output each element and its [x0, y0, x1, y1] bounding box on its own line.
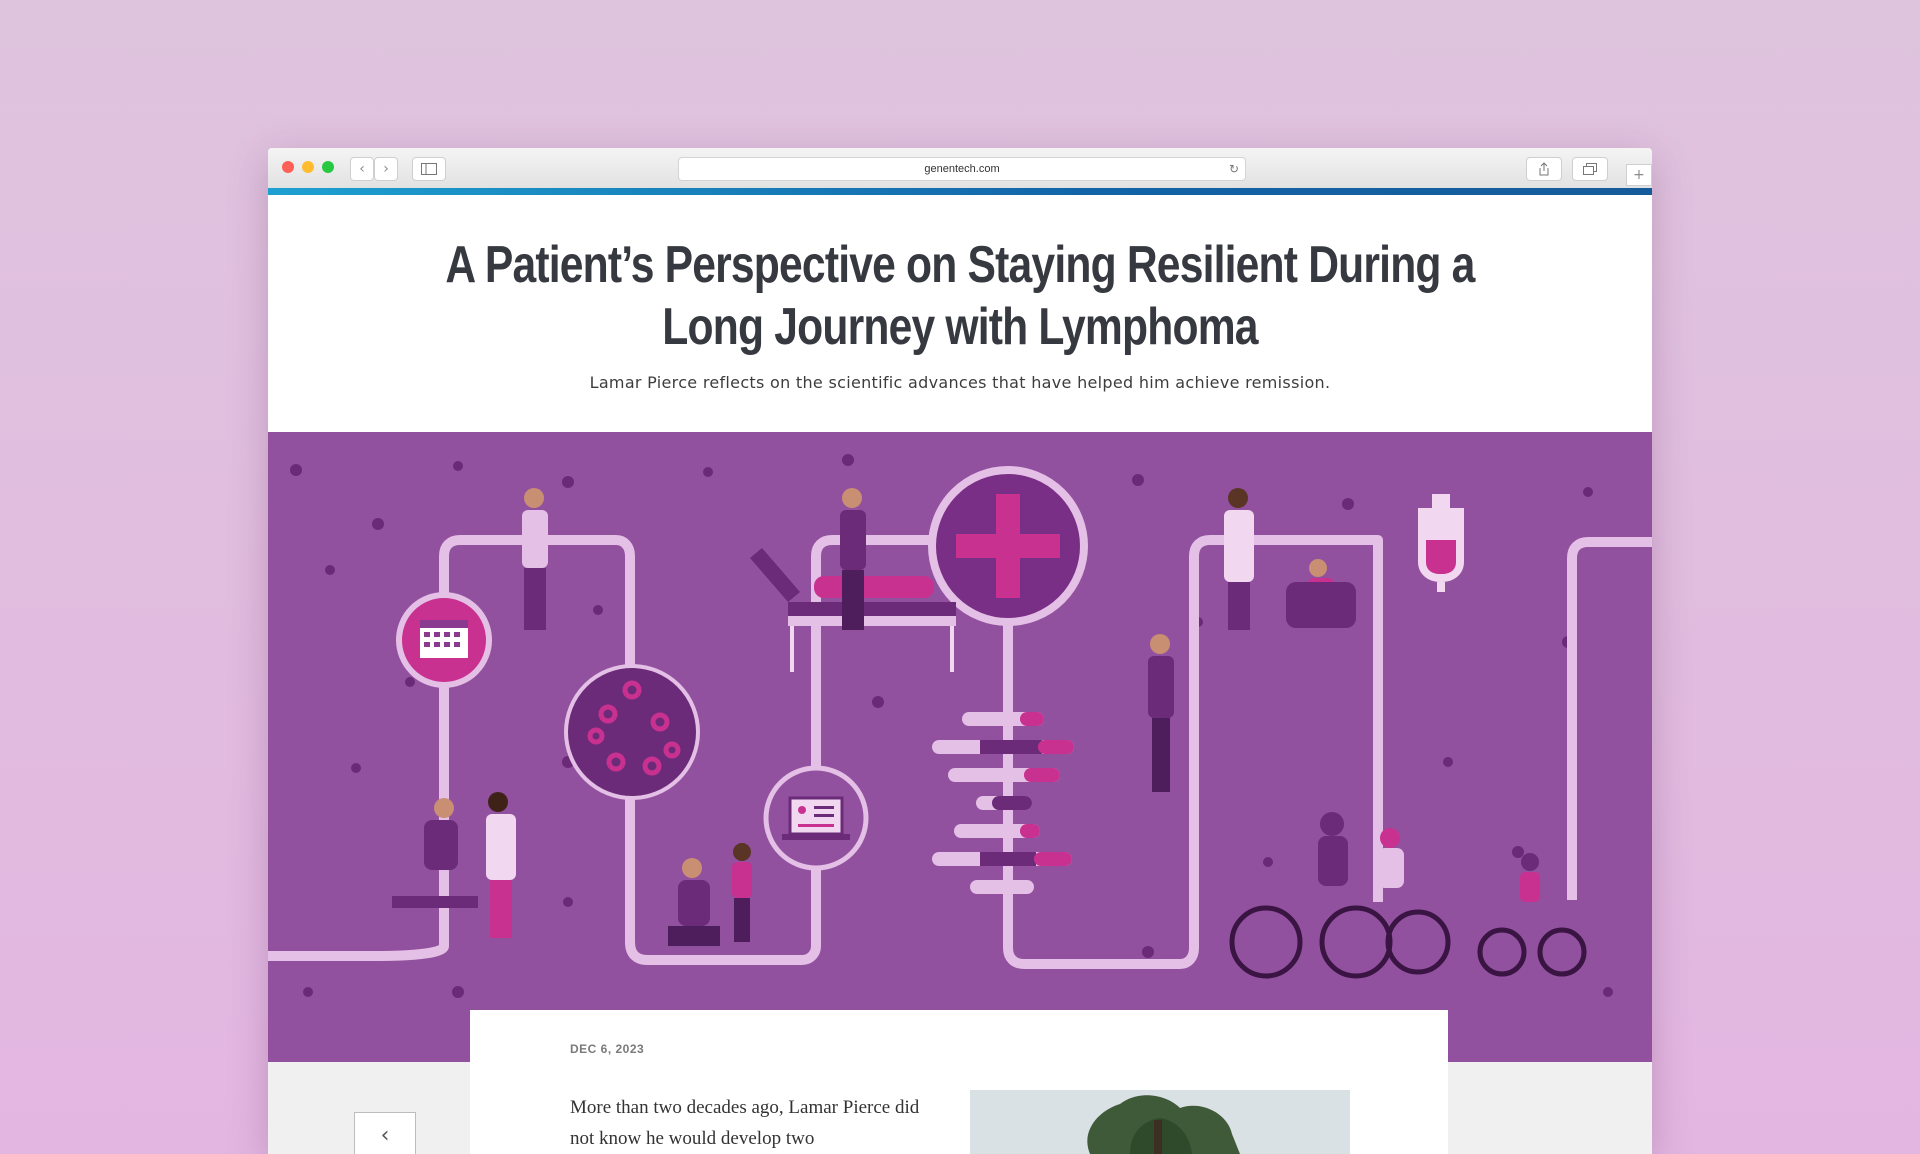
back-button[interactable]: ‹: [350, 157, 374, 181]
new-tab-button[interactable]: +: [1626, 164, 1652, 186]
article-date: DEC 6, 2023: [570, 1042, 645, 1056]
browser-window: ‹ › genentech.com ↻ + A Patient’s Perspe…: [268, 148, 1652, 1154]
forward-button[interactable]: ›: [374, 157, 398, 181]
page-subtitle: Lamar Pierce reflects on the scientific …: [589, 373, 1331, 392]
laptop-icon: [763, 765, 869, 871]
cells-circle: [564, 664, 700, 800]
site-accent-bar: [268, 188, 1652, 195]
article-photo: [970, 1090, 1350, 1154]
reload-icon[interactable]: ↻: [1228, 162, 1239, 176]
tabs-overview-button[interactable]: [1572, 157, 1608, 181]
url-text: genentech.com: [924, 163, 1000, 175]
treatment-bars: [932, 712, 1074, 894]
calendar-icon: [396, 592, 492, 688]
medical-plus-icon: [928, 466, 1088, 626]
cyclists: [1318, 812, 1540, 902]
lymphoma-journey-illustration: [268, 432, 1652, 1062]
sidebar-icon: [421, 163, 437, 175]
iv-bag-icon: [1418, 494, 1464, 592]
close-window-button[interactable]: [282, 161, 294, 173]
chevron-left-icon: ‹: [380, 1123, 390, 1148]
tree-photo: [970, 1090, 1350, 1154]
zoom-window-button[interactable]: [322, 161, 334, 173]
sidebar-toggle-button[interactable]: [412, 157, 446, 181]
hero-illustration: [268, 432, 1652, 1062]
share-button[interactable]: [1526, 157, 1562, 181]
page-title: A Patient’s Perspective on Staying Resil…: [445, 236, 1475, 356]
browser-toolbar: ‹ › genentech.com ↻ +: [268, 148, 1652, 189]
address-bar[interactable]: genentech.com ↻: [678, 157, 1246, 181]
chevron-right-icon: ›: [383, 161, 389, 177]
article-card: DEC 6, 2023 More than two decades ago, L…: [470, 1010, 1448, 1154]
patient-figures: [392, 488, 1356, 946]
previous-article-button[interactable]: ‹: [354, 1112, 416, 1154]
chevron-left-icon: ‹: [359, 161, 365, 177]
plus-icon: +: [1633, 167, 1645, 183]
hospital-bed: [750, 548, 956, 672]
minimize-window-button[interactable]: [302, 161, 314, 173]
journey-path: [268, 535, 1652, 969]
article-body-text: More than two decades ago, Lamar Pierce …: [570, 1097, 920, 1149]
family-bicycles: [1229, 905, 1587, 979]
share-icon: [1539, 162, 1549, 176]
tabs-icon: [1583, 163, 1597, 175]
